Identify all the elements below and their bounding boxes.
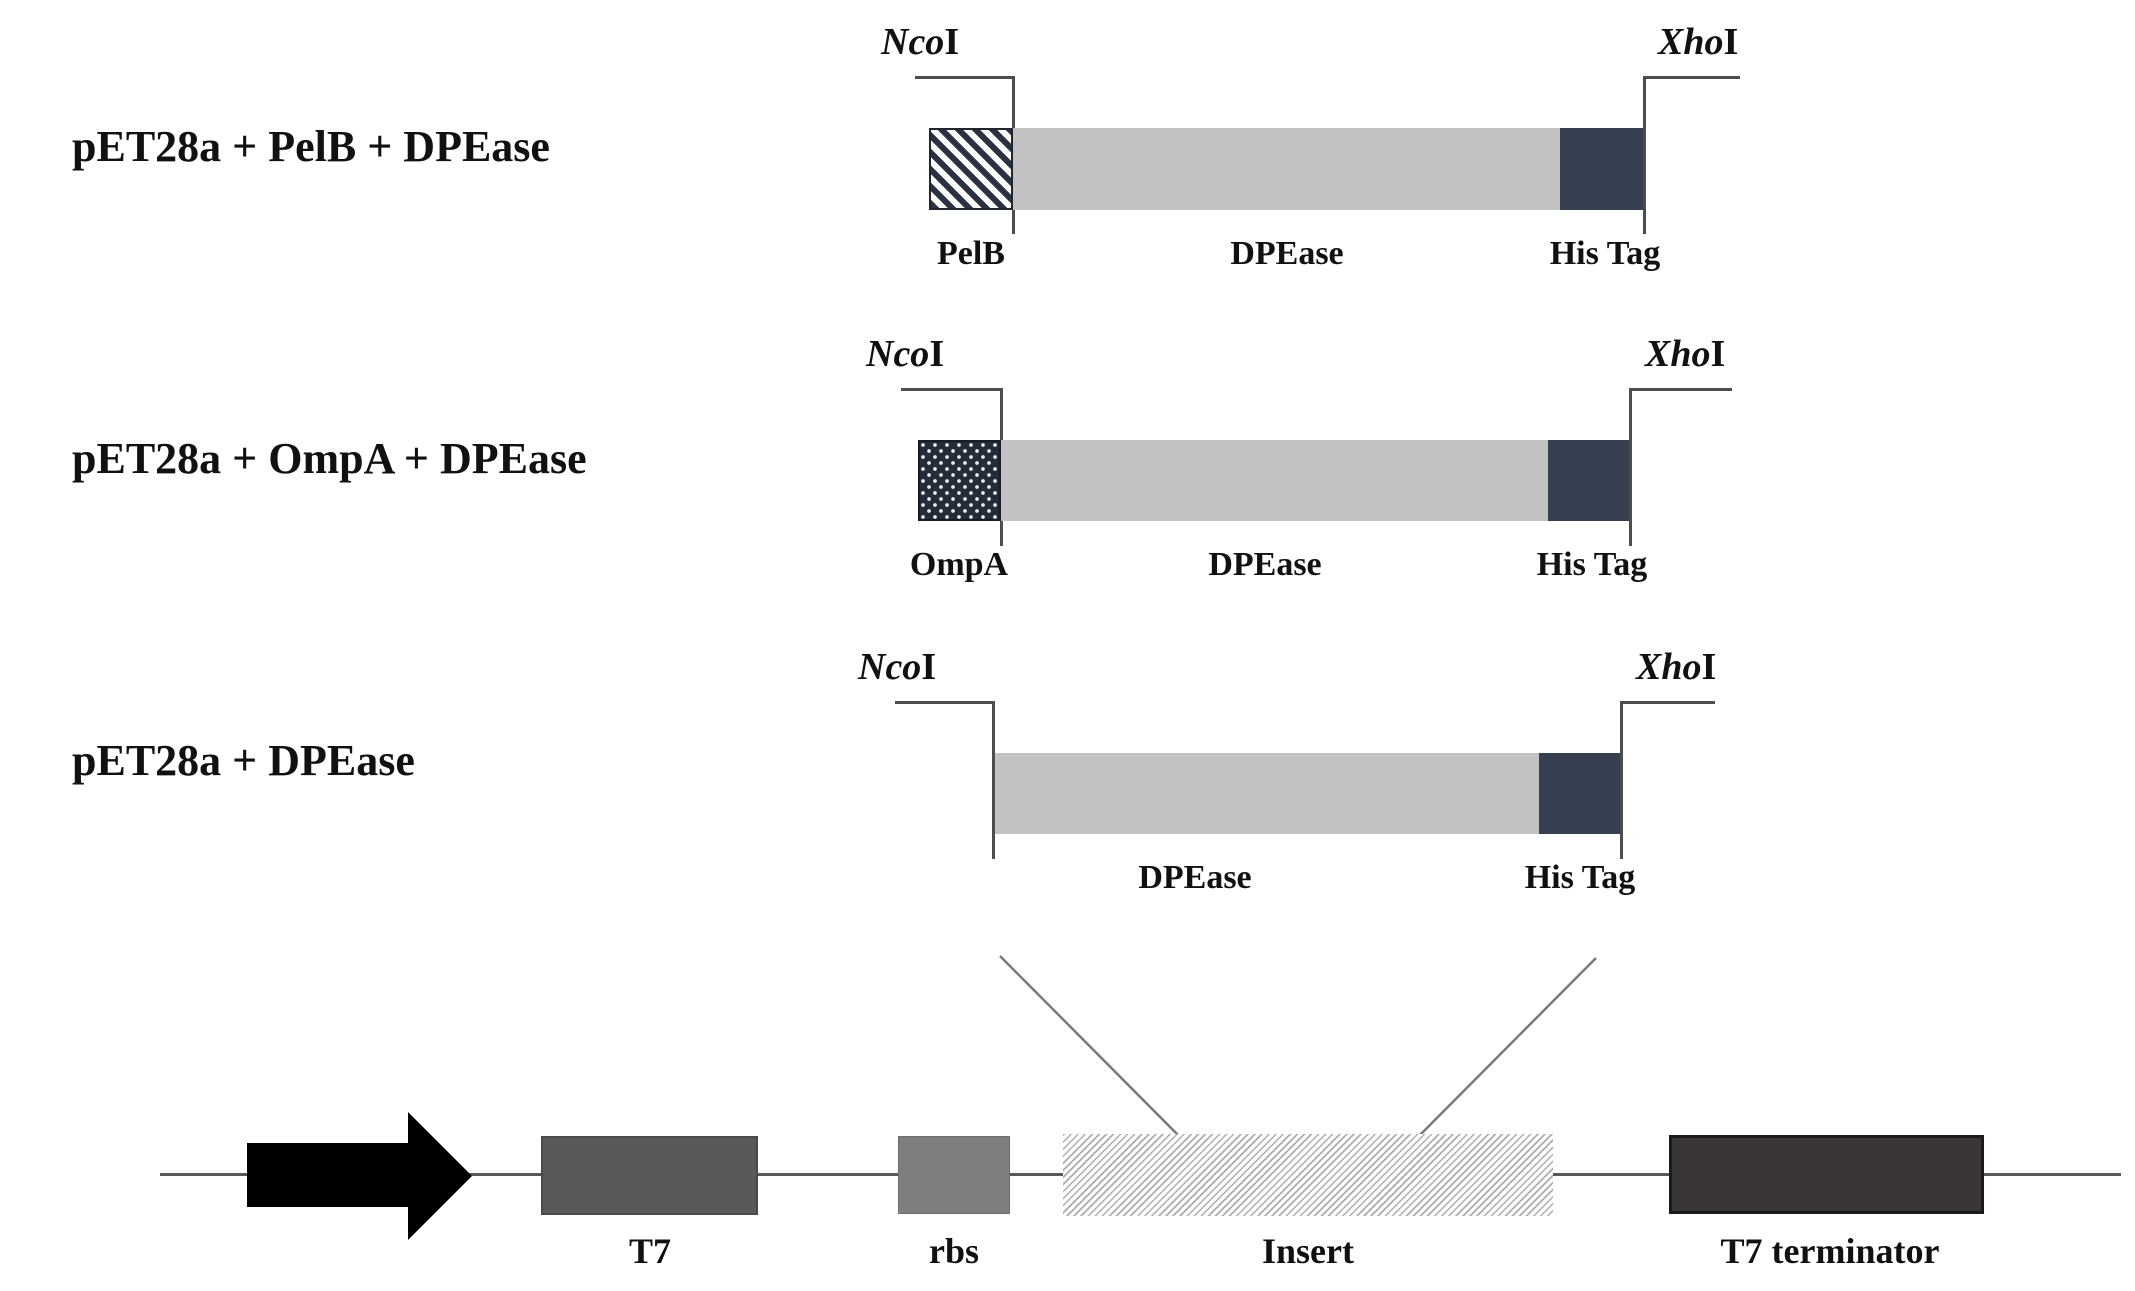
his-tag-label: His Tag xyxy=(1536,546,1648,583)
xhoi-site-tick xyxy=(1620,701,1623,859)
xhoi-site-label: XhoI xyxy=(1636,645,1716,689)
t7-promoter-box xyxy=(541,1136,758,1215)
xhoi-elbow-line xyxy=(1629,388,1732,391)
ncoi-site-tick xyxy=(992,701,995,859)
xhoi-site-tick xyxy=(1643,76,1646,234)
ncoi-roman-text: I xyxy=(929,333,945,375)
dpease-label: DPEase xyxy=(1138,859,1252,896)
his-tag-box xyxy=(1560,128,1643,210)
funnel-line-right xyxy=(1419,957,1597,1136)
ncoi-site-label: NcoI xyxy=(881,20,959,64)
construct-title-ompa: pET28a + OmpA + DPEase xyxy=(72,434,587,483)
dpease-gene-bar xyxy=(1001,440,1548,521)
xhoi-elbow-line xyxy=(1643,76,1740,79)
t7-terminator-label: T7 terminator xyxy=(1720,1231,1940,1271)
xhoi-site-label: XhoI xyxy=(1658,20,1738,64)
dpease-label: DPEase xyxy=(1208,546,1322,583)
xhoi-site-tick xyxy=(1629,388,1632,546)
xhoi-elbow-line xyxy=(1620,701,1715,704)
t7-terminator-box xyxy=(1669,1135,1984,1214)
ncoi-italic-text: Nco xyxy=(858,646,922,688)
ompa-signal-box xyxy=(918,440,1001,521)
ncoi-roman-text: I xyxy=(921,646,937,688)
his-tag-box xyxy=(1539,753,1620,834)
ncoi-site-label: NcoI xyxy=(858,645,936,689)
xhoi-roman-text: I xyxy=(1723,21,1739,63)
xhoi-site-label: XhoI xyxy=(1645,332,1725,376)
t7-label: T7 xyxy=(628,1231,671,1271)
xhoi-roman-text: I xyxy=(1710,333,1726,375)
his-tag-box xyxy=(1548,440,1629,521)
dpease-label: DPEase xyxy=(1230,235,1344,272)
promoter-arrow-icon xyxy=(247,1143,409,1207)
insert-label: Insert xyxy=(1262,1231,1354,1271)
ncoi-elbow-line xyxy=(895,701,995,704)
xhoi-roman-text: I xyxy=(1701,646,1717,688)
pelb-label: PelB xyxy=(937,235,1005,272)
construct-title-pelb: pET28a + PelB + DPEase xyxy=(72,122,550,171)
dpease-gene-bar xyxy=(995,753,1539,834)
his-tag-label: His Tag xyxy=(1524,859,1636,896)
xhoi-italic-text: Xho xyxy=(1645,333,1711,375)
rbs-label: rbs xyxy=(928,1231,979,1271)
ompa-label: OmpA xyxy=(909,546,1009,583)
xhoi-italic-text: Xho xyxy=(1636,646,1702,688)
xhoi-italic-text: Xho xyxy=(1658,21,1724,63)
ncoi-elbow-line xyxy=(901,388,1003,391)
dpease-gene-bar xyxy=(1013,128,1560,210)
promoter-arrow-head-icon xyxy=(408,1112,472,1240)
ncoi-italic-text: Nco xyxy=(881,21,945,63)
his-tag-label: His Tag xyxy=(1549,235,1661,272)
construct-title-plain: pET28a + DPEase xyxy=(72,736,415,785)
funnel-line-left xyxy=(999,955,1179,1136)
ncoi-elbow-line xyxy=(915,76,1015,79)
ncoi-roman-text: I xyxy=(944,21,960,63)
ncoi-site-label: NcoI xyxy=(866,332,944,376)
ncoi-italic-text: Nco xyxy=(866,333,930,375)
insert-box xyxy=(1063,1134,1553,1216)
rbs-box xyxy=(898,1136,1010,1214)
pelb-signal-box xyxy=(929,128,1013,210)
